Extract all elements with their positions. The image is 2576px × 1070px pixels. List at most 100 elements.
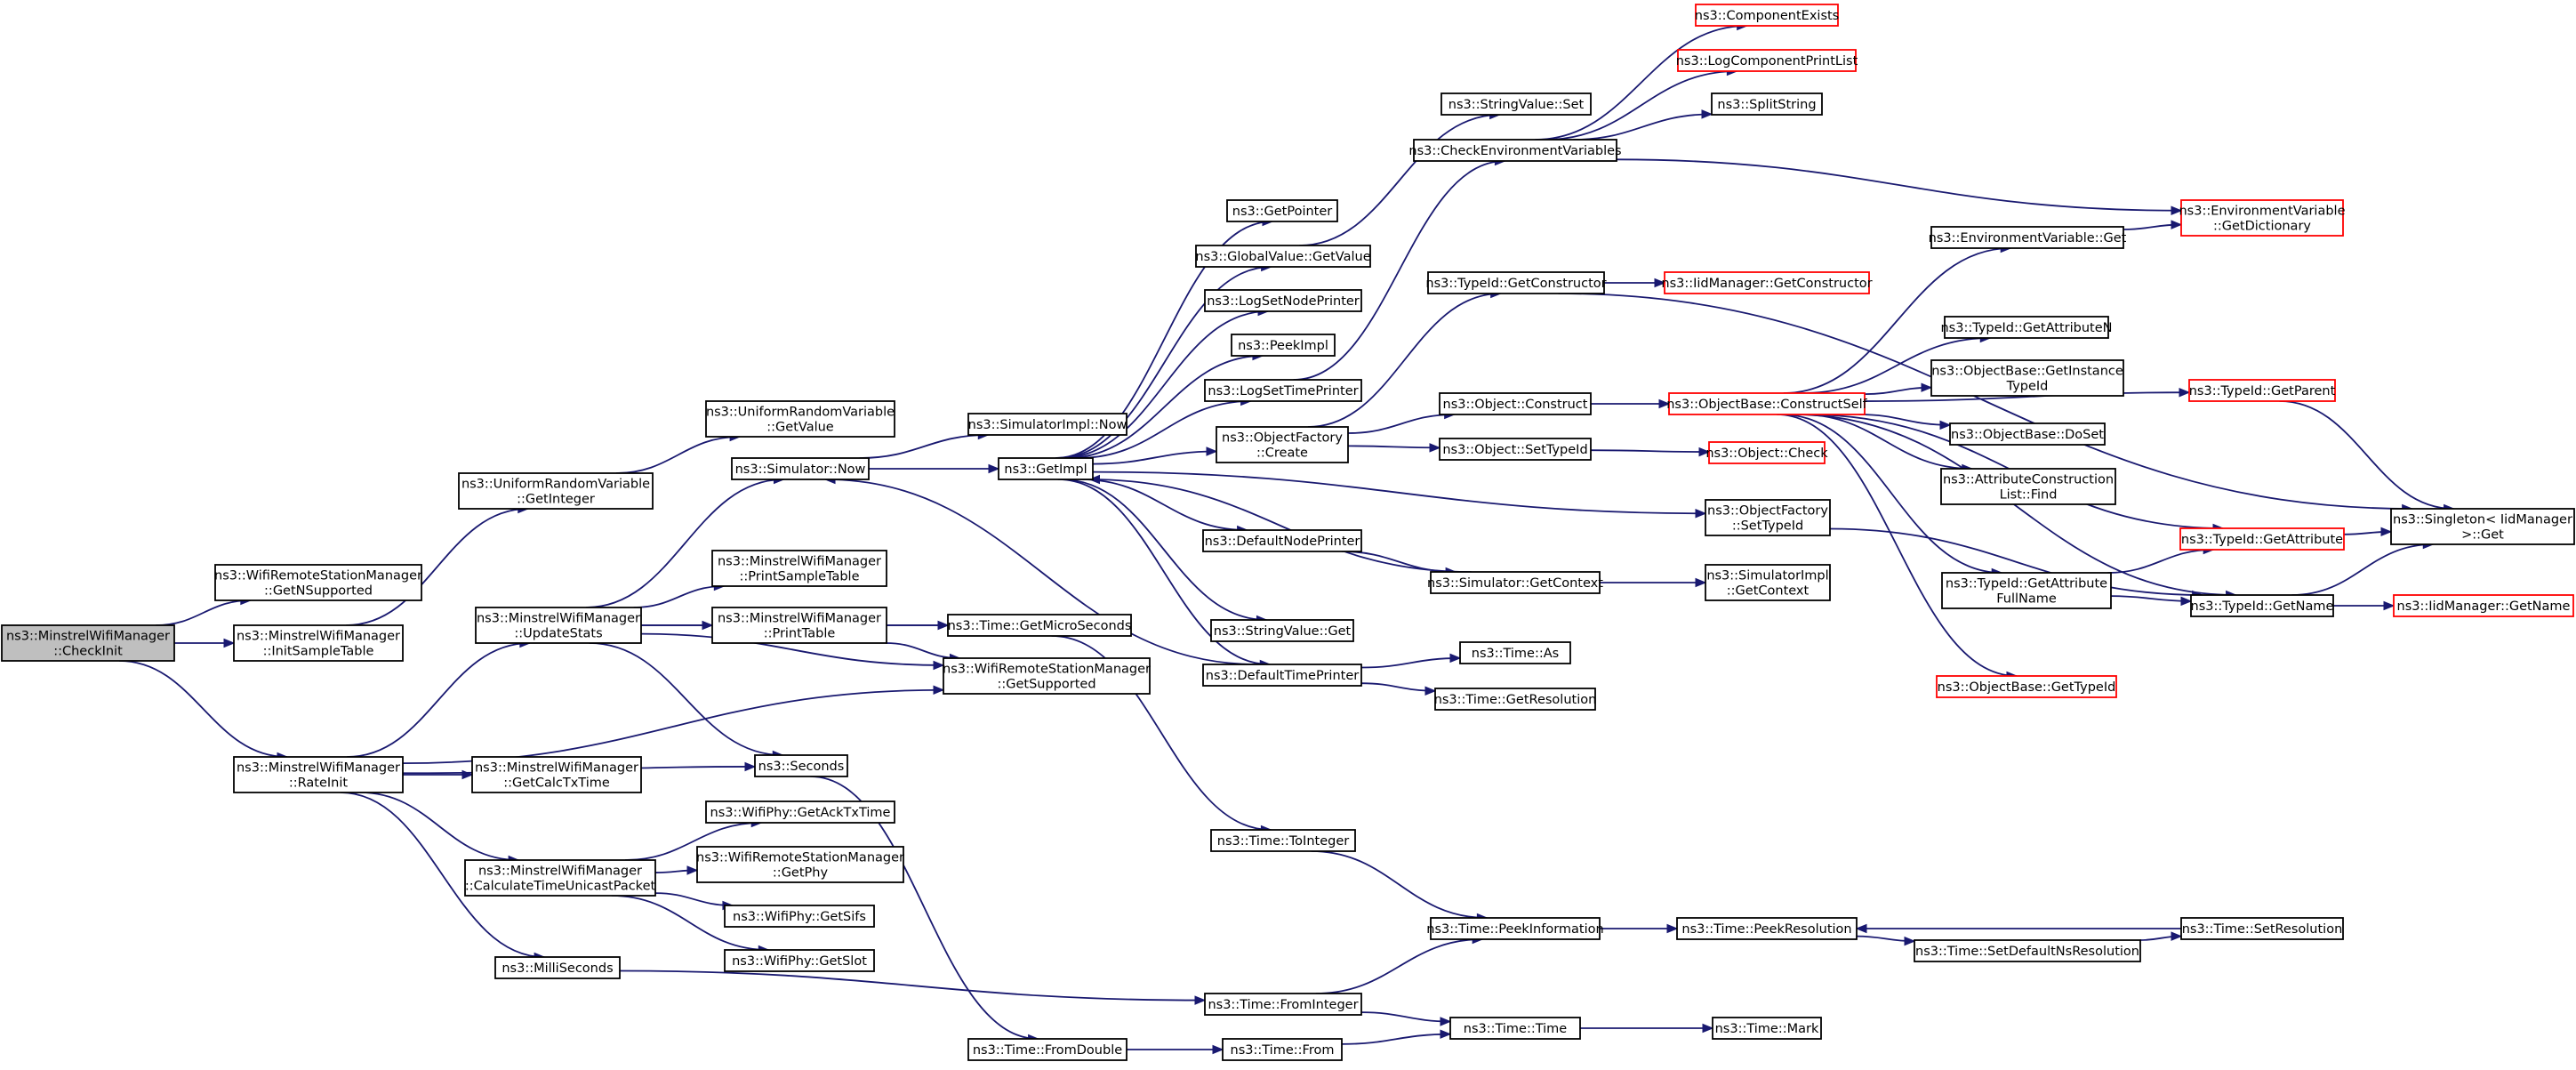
- node-label-line: ns3::Time::Time: [1464, 1022, 1568, 1036]
- call-edge-getimpl-to-objfactory_settypeid: [1092, 471, 1706, 515]
- node-box: [2188, 379, 2336, 402]
- node-label-line: ns3::TypeId::GetAttributeN: [1940, 321, 2112, 335]
- node-time_setresolution[interactable]: ns3::Time::SetResolution: [2180, 917, 2344, 940]
- node-defaulttimeprinter[interactable]: ns3::DefaultTimePrinter: [1202, 664, 1362, 687]
- node-time_as[interactable]: ns3::Time::As: [1459, 641, 1571, 664]
- node-calctimeunicast[interactable]: ns3::MinstrelWifiManager::CalculateTimeU…: [464, 859, 656, 897]
- node-time_peekresolution[interactable]: ns3::Time::PeekResolution: [1676, 917, 1858, 940]
- node-getacktxtime[interactable]: ns3::WifiPhy::GetAckTxTime: [705, 800, 895, 824]
- node-getpointer[interactable]: ns3::GetPointer: [1226, 199, 1338, 222]
- call-edge-typeid_getparent-to-singleton_get: [2279, 400, 2454, 510]
- node-label-line: ns3::Simulator::GetContext: [1427, 576, 1603, 591]
- node-box: [1705, 499, 1831, 536]
- node-label-line: ns3::MilliSeconds: [502, 961, 613, 976]
- node-getmicroseconds[interactable]: ns3::Time::GetMicroSeconds: [947, 614, 1132, 637]
- node-iidmanager_getname[interactable]: ns3::IidManager::GetName: [2393, 594, 2574, 617]
- node-time_time[interactable]: ns3::Time::Time: [1449, 1017, 1581, 1040]
- arrowhead-milliseconds-to-time_frominteger: [1194, 995, 1207, 1005]
- node-sim_getcontext[interactable]: ns3::Simulator::GetContext: [1427, 571, 1603, 594]
- call-edge-calctimeunicast-to-getsifs: [654, 892, 733, 906]
- node-printsampletable[interactable]: ns3::MinstrelWifiManager::PrintSampleTab…: [711, 550, 887, 587]
- node-object_check[interactable]: ns3::Object::Check: [1705, 441, 1828, 464]
- node-label-line: ns3::DefaultTimePrinter: [1206, 669, 1359, 683]
- node-label-line: ns3::Time::PeekResolution: [1681, 922, 1851, 937]
- node-logsetnodeprinter[interactable]: ns3::LogSetNodePrinter: [1204, 289, 1362, 312]
- node-urv_getvalue[interactable]: ns3::UniformRandomVariable::GetValue: [705, 400, 895, 438]
- node-iidmanager_getconstructor[interactable]: ns3::IidManager::GetConstructor: [1661, 271, 1873, 294]
- node-stringvalue_set[interactable]: ns3::StringValue::Set: [1440, 93, 1592, 116]
- node-simimpl_getcontext[interactable]: ns3::SimulatorImpl::GetContext: [1705, 564, 1831, 601]
- node-label-line: ns3::GetPointer: [1232, 205, 1333, 219]
- node-sim_now[interactable]: ns3::Simulator::Now: [731, 457, 870, 480]
- node-time_getresolution[interactable]: ns3::Time::GetResolution: [1434, 688, 1597, 711]
- node-updatestats[interactable]: ns3::MinstrelWifiManager::UpdateStats: [475, 607, 642, 644]
- node-box: [2390, 508, 2575, 545]
- node-milliseconds[interactable]: ns3::MilliSeconds: [494, 956, 621, 979]
- node-defaultnodeprinter[interactable]: ns3::DefaultNodePrinter: [1202, 529, 1362, 552]
- node-getsupported[interactable]: ns3::WifiRemoteStationManager::GetSuppor…: [943, 657, 1151, 695]
- node-objectbase_gettypeid[interactable]: ns3::ObjectBase::GetTypeId: [1936, 675, 2117, 698]
- node-time_mark[interactable]: ns3::Time::Mark: [1712, 1017, 1822, 1040]
- call-edge-initsampletable-to-urv_getinteger: [346, 508, 528, 626]
- node-splitstring[interactable]: ns3::SplitString: [1711, 93, 1823, 116]
- node-box: [724, 949, 875, 972]
- call-edge-getimpl-to-stringvalue_get: [1061, 479, 1267, 621]
- node-label-line: ns3::Object::Construct: [1443, 398, 1588, 412]
- node-checkinit[interactable]: ns3::MinstrelWifiManager::CheckInit: [1, 624, 175, 662]
- node-objectbase_doset[interactable]: ns3::ObjectBase::DoSet: [1949, 422, 2106, 446]
- node-time_frominteger[interactable]: ns3::Time::FromInteger: [1204, 993, 1362, 1016]
- node-envvar_get[interactable]: ns3::EnvironmentVariable::Get: [1929, 226, 2127, 249]
- node-object_settypeid[interactable]: ns3::Object::SetTypeId: [1439, 438, 1592, 461]
- node-objfactory_create[interactable]: ns3::ObjectFactory::Create: [1216, 426, 1349, 463]
- node-objfactory_settypeid[interactable]: ns3::ObjectFactory::SetTypeId: [1705, 499, 1831, 536]
- node-getslot[interactable]: ns3::WifiPhy::GetSlot: [724, 949, 875, 972]
- node-gv_getvalue[interactable]: ns3::GlobalValue::GetValue: [1195, 245, 1371, 268]
- node-componentexists[interactable]: ns3::ComponentExists: [1695, 4, 1840, 27]
- node-box: [233, 756, 404, 793]
- node-box: [1449, 1017, 1581, 1040]
- node-stringvalue_get[interactable]: ns3::StringValue::Get: [1210, 619, 1354, 642]
- node-time_peekinformation[interactable]: ns3::Time::PeekInformation: [1426, 917, 1604, 940]
- node-label-line: ns3::Time::ToInteger: [1217, 834, 1349, 849]
- node-envvar_getdictionary[interactable]: ns3::EnvironmentVariable::GetDictionary: [2179, 199, 2346, 237]
- node-urv_getinteger[interactable]: ns3::UniformRandomVariable::GetInteger: [458, 472, 654, 510]
- node-label-line: ::PrintTable: [764, 627, 836, 641]
- arrowhead-object_construct-to-objectbase_constructself: [1658, 398, 1671, 409]
- arrowhead-defaulttimeprinter-to-time_as: [1449, 653, 1462, 664]
- node-time_from[interactable]: ns3::Time::From: [1222, 1038, 1343, 1061]
- node-seconds[interactable]: ns3::Seconds: [754, 754, 848, 777]
- node-label-line: ::InitSampleTable: [263, 645, 374, 659]
- node-typeid_getparent[interactable]: ns3::TypeId::GetParent: [2188, 379, 2336, 402]
- node-box: [1430, 917, 1601, 940]
- node-typeid_getattribute[interactable]: ns3::TypeId::GetAttribute: [2179, 527, 2345, 551]
- node-printtable[interactable]: ns3::MinstrelWifiManager::PrintTable: [711, 607, 887, 644]
- node-time_tointeger[interactable]: ns3::Time::ToInteger: [1210, 829, 1356, 852]
- node-getimpl[interactable]: ns3::GetImpl: [998, 457, 1094, 480]
- node-initsampletable[interactable]: ns3::MinstrelWifiManager::InitSampleTabl…: [233, 624, 404, 662]
- node-typeid_getconstructor[interactable]: ns3::TypeId::GetConstructor: [1425, 271, 1607, 294]
- node-fromdouble[interactable]: ns3::Time::FromDouble: [967, 1038, 1128, 1061]
- node-getsifs[interactable]: ns3::WifiPhy::GetSifs: [724, 905, 875, 928]
- node-objectbase_constructself[interactable]: ns3::ObjectBase::ConstructSelf: [1666, 392, 1868, 415]
- node-getnsupported[interactable]: ns3::WifiRemoteStationManager::GetNSuppo…: [214, 564, 422, 601]
- node-logsettimeprinter[interactable]: ns3::LogSetTimePrinter: [1204, 379, 1362, 402]
- arrowhead-typeid_getattribute-to-singleton_get: [2380, 527, 2393, 537]
- node-rateinit[interactable]: ns3::MinstrelWifiManager::RateInit: [233, 756, 404, 793]
- node-object_construct[interactable]: ns3::Object::Construct: [1439, 392, 1592, 415]
- node-typeid_getname[interactable]: ns3::TypeId::GetName: [2190, 594, 2334, 617]
- node-label-line: ns3::MinstrelWifiManager: [477, 612, 640, 626]
- node-label-line: ns3::Time::SetResolution: [2182, 922, 2343, 937]
- node-peekimpl[interactable]: ns3::PeekImpl: [1231, 334, 1336, 357]
- node-logcomponentprintlist[interactable]: ns3::LogComponentPrintList: [1676, 49, 1858, 72]
- node-checkenv[interactable]: ns3::CheckEnvironmentVariables: [1408, 139, 1622, 162]
- node-time_setdefaultnsresolution[interactable]: ns3::Time::SetDefaultNsResolution: [1914, 939, 2141, 962]
- node-getcalctxtime[interactable]: ns3::MinstrelWifiManager::GetCalcTxTime: [471, 756, 642, 793]
- node-wrsm_getphy[interactable]: ns3::WifiRemoteStationManager::GetPhy: [696, 846, 904, 883]
- node-typeid_getattributen[interactable]: ns3::TypeId::GetAttributeN: [1940, 316, 2113, 339]
- call-edge-checkinit-to-rateinit: [118, 660, 288, 758]
- node-singleton_get[interactable]: ns3::Singleton< IidManager>::Get: [2390, 508, 2575, 545]
- node-simimpl_now[interactable]: ns3::SimulatorImpl::Now: [967, 413, 1128, 436]
